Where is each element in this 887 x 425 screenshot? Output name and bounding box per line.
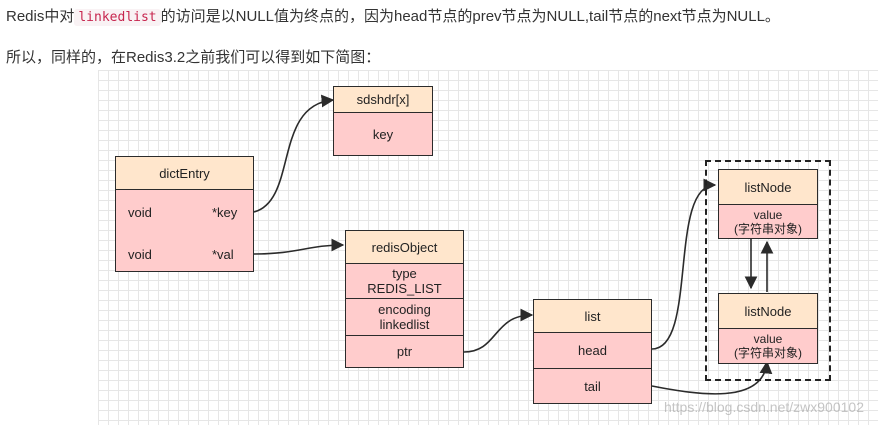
- arrow-tail-to-listnode2: [651, 360, 773, 395]
- dictentry-row2-left: void: [128, 247, 152, 262]
- list-head: head: [534, 333, 651, 368]
- dictentry-row2-right: *val: [212, 247, 234, 262]
- inline-code: linkedlist: [74, 9, 161, 26]
- redisobject-encoding: encoding linkedlist: [346, 298, 463, 335]
- sdshdr-key: key: [334, 113, 432, 155]
- redisobject-title: redisObject: [346, 231, 463, 264]
- list-tail: tail: [534, 368, 651, 403]
- arrow-key-to-sdshdr: [253, 94, 335, 213]
- listnode-2-box: listNode value (字符串对象): [718, 293, 818, 364]
- dictentry-body: [116, 190, 253, 271]
- dictentry-row1-left: void: [128, 205, 152, 220]
- redisobject-box: redisObject type REDIS_LIST encoding lin…: [345, 230, 464, 368]
- redisobject-type: type REDIS_LIST: [346, 264, 463, 298]
- listnode-1-value: value (字符串对象): [719, 205, 817, 238]
- redisobject-ptr: ptr: [346, 335, 463, 367]
- listnode-2-title: listNode: [719, 294, 817, 329]
- listnode-1-title: listNode: [719, 170, 817, 205]
- diagram-canvas: sdshdr[x] key dictEntry void *key void *…: [98, 70, 878, 425]
- arrow-head-to-listnode1: [651, 178, 717, 350]
- arrow-val-to-redisobject: [253, 238, 345, 255]
- arrow-ptr-to-list: [463, 308, 534, 353]
- text-suffix: 的访问是以NULL值为终点的，因为head节点的prev节点为NULL,tail…: [160, 8, 780, 25]
- arrows-layer: [253, 94, 774, 395]
- dictentry-box: dictEntry void *key void *val: [115, 156, 254, 272]
- listnode-1-box: listNode value (字符串对象): [718, 169, 818, 239]
- dictentry-title: dictEntry: [116, 157, 253, 190]
- listnode-2-value: value (字符串对象): [719, 329, 817, 363]
- dictentry-row1-right: *key: [212, 205, 238, 220]
- watermark: https://blog.csdn.net/zwx900102: [663, 399, 864, 415]
- list-title: list: [534, 300, 651, 333]
- linked-list-container: [705, 160, 831, 381]
- list-box: list head tail: [533, 299, 652, 404]
- paragraph-line-2: 所以，同样的，在Redis3.2之前我们可以得到如下简图：: [6, 49, 381, 66]
- sdshdr-box: sdshdr[x] key: [333, 86, 433, 156]
- sdshdr-title: sdshdr[x]: [334, 87, 432, 113]
- text-prefix: Redis中对: [6, 8, 75, 25]
